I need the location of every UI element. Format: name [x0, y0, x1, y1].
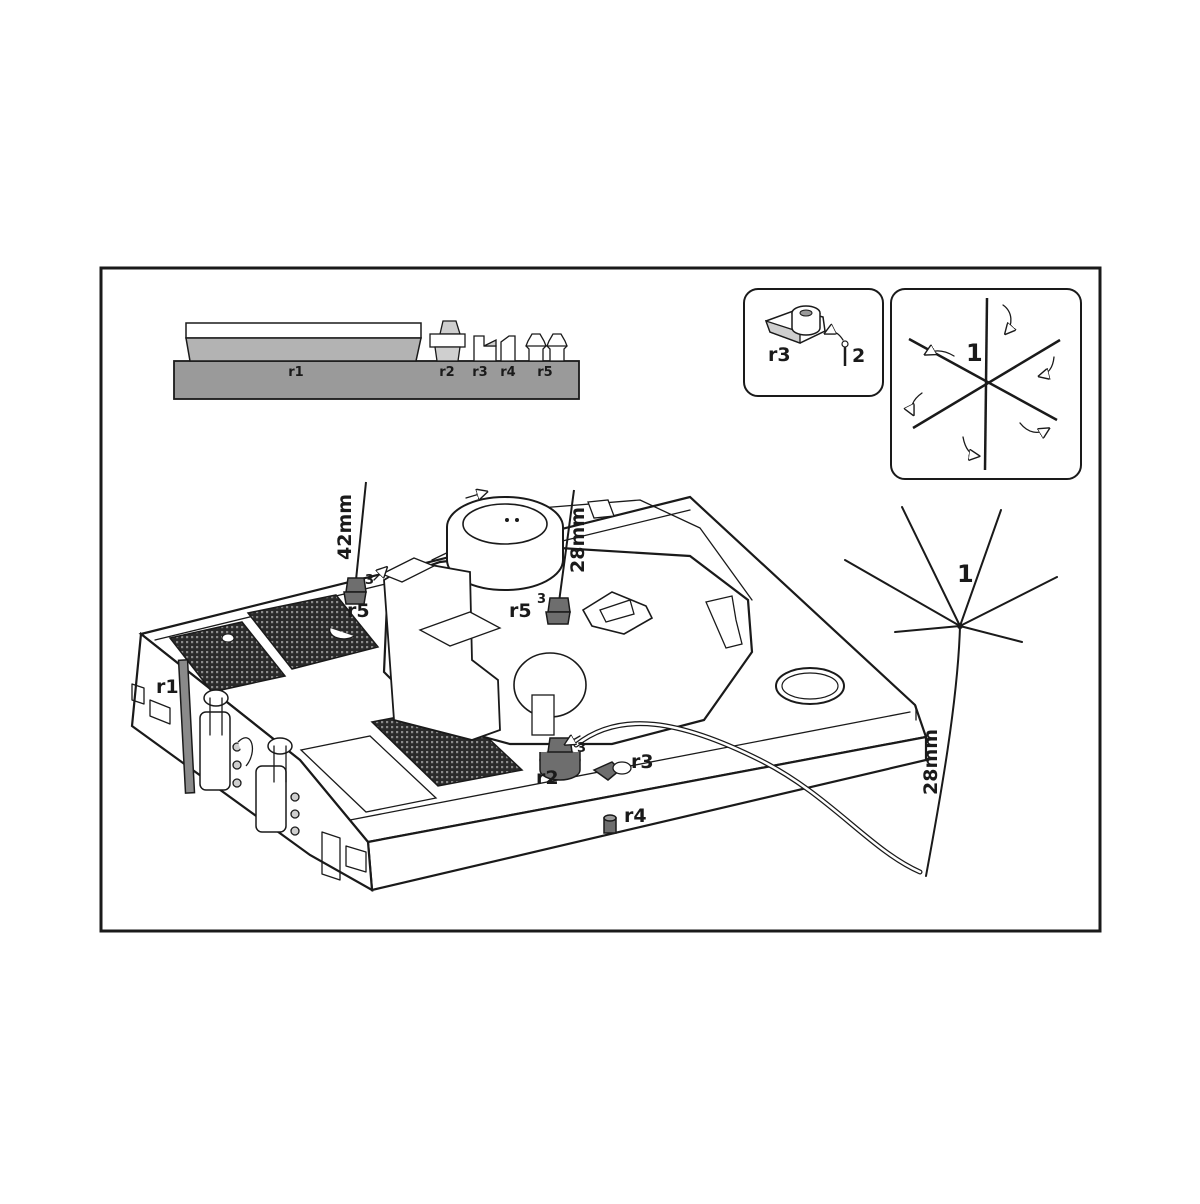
sprue-base [173, 360, 580, 400]
resin-sprue: r1 r2 r3 r4 r5 [173, 320, 580, 400]
antenna-mount-r2: r2 3 [536, 721, 923, 875]
sprue-label-r3: r3 [472, 365, 487, 380]
clip-part: r3 [631, 751, 654, 773]
exhaust-left [199, 689, 254, 791]
turret [380, 492, 845, 746]
rear-rod-r1 [177, 659, 196, 794]
deck-ring [775, 667, 845, 705]
part-r1-rod [185, 322, 422, 339]
bend-box-label-1: 1 [966, 339, 983, 367]
rear-rod-label: r1 [156, 676, 179, 698]
antenna-middle: 28mm r5 3 [509, 489, 589, 625]
sprue-label-r1: r1 [288, 365, 303, 380]
antenna-mount-part: r2 [536, 767, 559, 789]
part-r5 [525, 333, 568, 362]
sprue-label-r4: r4 [500, 365, 515, 380]
engine-grille-left [168, 621, 287, 693]
deck-hatch-plate [299, 735, 438, 813]
detail-box-clip: r3 2 [743, 288, 884, 397]
antenna-left-part: r5 [347, 600, 370, 622]
star-antenna: 1 28mm [844, 506, 1058, 877]
antenna-left: 42mm r5 3 [334, 481, 386, 622]
engine-grille-right [246, 594, 380, 670]
sprue-label-r2: r2 [439, 365, 454, 380]
antenna-middle-length: 28mm [567, 507, 589, 573]
part-r4 [500, 335, 516, 362]
antenna-middle-part: r5 [509, 600, 532, 622]
clip-box-label-r3: r3 [768, 344, 791, 366]
socket-r4: r4 [603, 805, 647, 834]
clip-r3: r3 [592, 751, 654, 781]
sprue-label-r5: r5 [537, 365, 552, 380]
clip-box-label-2: 2 [852, 345, 865, 367]
detail-box-bending: 1 [890, 288, 1082, 480]
antenna-mount-step: 3 [577, 741, 586, 756]
exhaust-right [255, 737, 300, 836]
antenna-left-length: 42mm [334, 494, 356, 560]
socket-part: r4 [624, 805, 647, 827]
part-r2 [439, 320, 461, 335]
star-antenna-label-1: 1 [957, 560, 974, 588]
antenna-middle-step: 3 [537, 592, 546, 607]
antenna-left-step: 3 [365, 573, 374, 588]
